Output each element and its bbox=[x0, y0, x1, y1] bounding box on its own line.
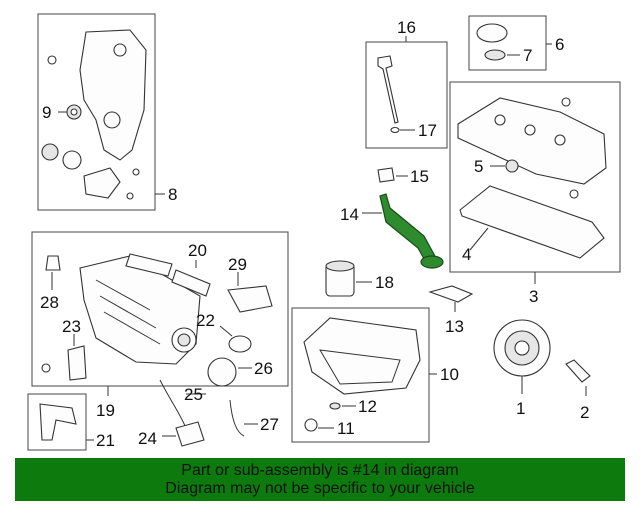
oil-pickup-screen bbox=[420, 255, 444, 269]
gasket-22 bbox=[228, 335, 252, 353]
callout-6: 6 bbox=[555, 35, 564, 54]
gasket-15 bbox=[377, 167, 395, 183]
callout-26: 26 bbox=[254, 359, 273, 378]
grommet-5 bbox=[505, 159, 519, 173]
part-notice-text: Part or sub-assembly is #14 in diagram bbox=[181, 462, 459, 479]
drain-gasket-12 bbox=[329, 402, 341, 410]
group-box-8 bbox=[37, 13, 156, 211]
callout-21: 21 bbox=[96, 431, 115, 450]
oil-pump-housing bbox=[83, 167, 121, 199]
gear bbox=[41, 143, 59, 161]
callout-7: 7 bbox=[523, 46, 532, 65]
gasket-20 bbox=[125, 253, 173, 277]
cap-seal-7 bbox=[484, 49, 506, 61]
dipstick bbox=[377, 55, 399, 124]
callout-5: 5 bbox=[474, 157, 483, 176]
callout-15: 15 bbox=[410, 167, 429, 186]
callout-2: 2 bbox=[580, 403, 589, 422]
callout-14: 14 bbox=[340, 205, 359, 224]
callout-12: 12 bbox=[358, 397, 377, 416]
diagram-notice-banner: Part or sub-assembly is #14 in diagram D… bbox=[15, 458, 625, 501]
callout-1: 1 bbox=[516, 399, 525, 418]
callout-23: 23 bbox=[62, 317, 81, 336]
bracket-21 bbox=[39, 403, 77, 441]
callout-16: 16 bbox=[397, 18, 416, 37]
callout-11: 11 bbox=[337, 419, 355, 438]
group-box-6 bbox=[468, 15, 547, 71]
timing-cover bbox=[79, 29, 147, 161]
oil-pan bbox=[303, 317, 421, 395]
callout-13: 13 bbox=[445, 317, 464, 336]
callout-18: 18 bbox=[375, 273, 394, 292]
oil-pickup-tube-14 bbox=[379, 193, 437, 267]
callout-27: 27 bbox=[260, 415, 279, 434]
group-box-21 bbox=[27, 393, 87, 451]
callout-17: 17 bbox=[418, 121, 437, 140]
valve-cover-gasket bbox=[459, 185, 605, 259]
sensor-28 bbox=[45, 255, 61, 271]
callout-8: 8 bbox=[168, 185, 177, 204]
callout-29: 29 bbox=[228, 255, 247, 274]
hose-27 bbox=[229, 399, 245, 437]
actuator-29 bbox=[227, 285, 273, 313]
callout-10: 10 bbox=[440, 365, 459, 384]
purge-valve-26 bbox=[207, 357, 237, 387]
callout-28: 28 bbox=[40, 293, 59, 312]
bracket-13 bbox=[428, 285, 474, 303]
pulley-bolt-2 bbox=[565, 359, 591, 383]
callout-24: 24 bbox=[138, 429, 157, 448]
callout-25: 25 bbox=[184, 385, 203, 404]
parts-diagram: 8 9 16 17 7 6 5 4 3 15 14 18 13 bbox=[27, 13, 621, 451]
sensor-24 bbox=[175, 421, 205, 447]
vehicle-disclaimer-text: Diagram may not be specific to your vehi… bbox=[165, 480, 475, 497]
callout-9: 9 bbox=[42, 103, 51, 122]
callout-19: 19 bbox=[96, 401, 115, 420]
bracket-23 bbox=[67, 345, 87, 381]
group-box-10 bbox=[291, 307, 430, 443]
oil-filler-cap bbox=[476, 23, 508, 43]
callout-22: 22 bbox=[196, 311, 215, 330]
group-box-19 bbox=[31, 231, 289, 387]
drain-plug-11 bbox=[304, 418, 318, 432]
callout-3: 3 bbox=[529, 287, 538, 306]
callout-20: 20 bbox=[188, 241, 207, 260]
hose-25 bbox=[159, 379, 187, 429]
callout-4: 4 bbox=[462, 245, 471, 264]
o-ring-17 bbox=[390, 126, 400, 134]
